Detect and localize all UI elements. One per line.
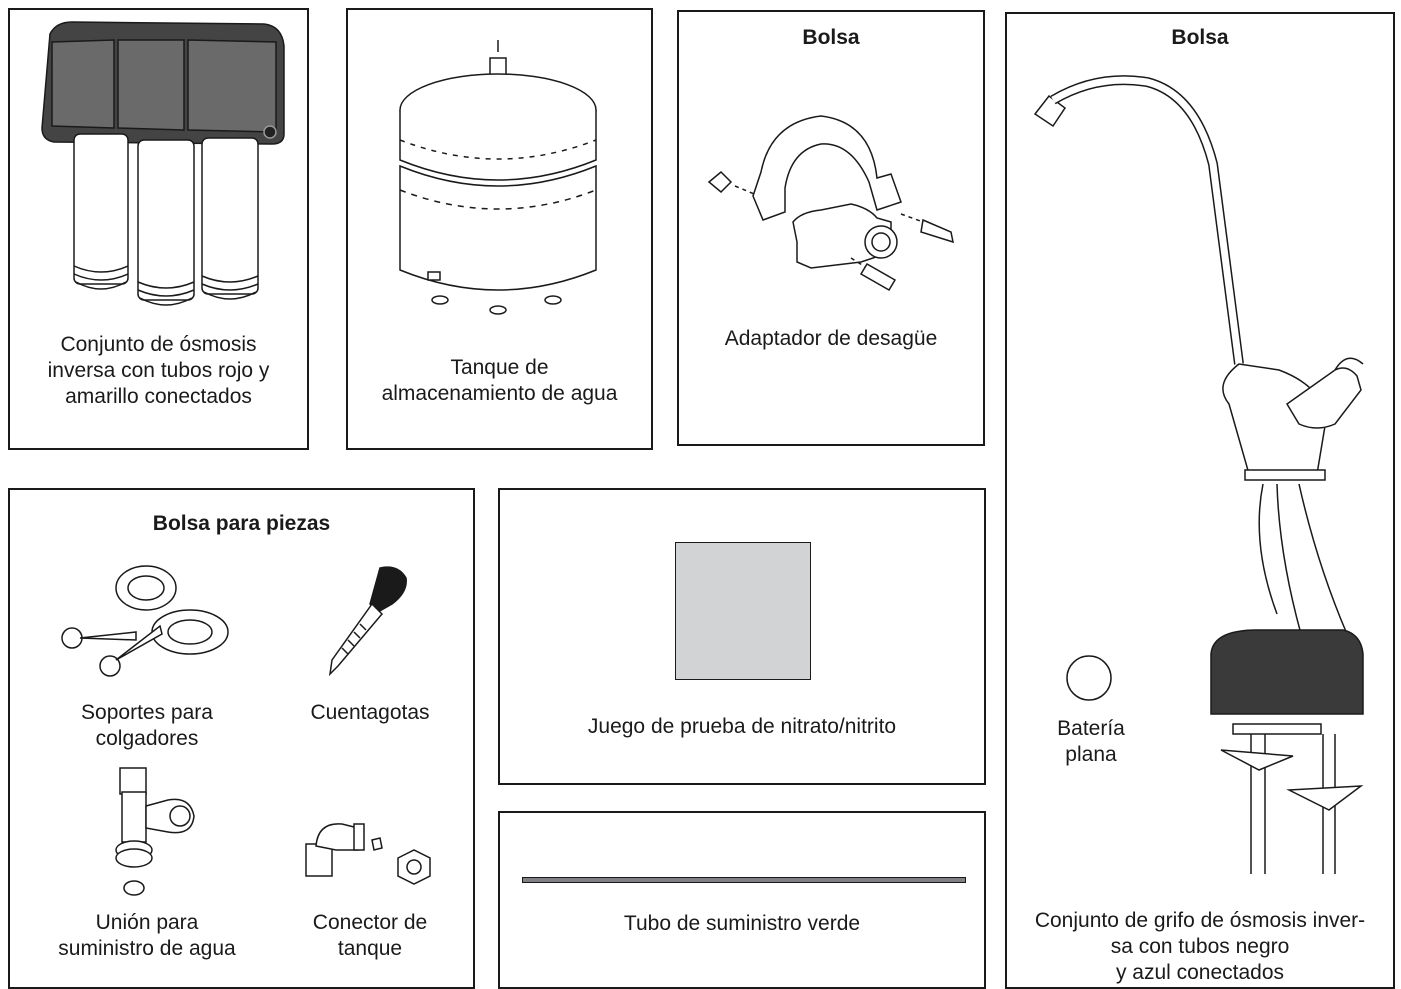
hanger-brackets-label: Soportes para colgadores: [81, 701, 213, 750]
water-supply-union-label: Unión para suministro de agua: [58, 911, 236, 960]
ro-assembly-label: Conjunto de ósmosis inversa con tubos ro…: [47, 333, 270, 408]
panel-storage-tank: Tanque de almacenamiento de agua: [346, 8, 653, 450]
storage-tank-label: Tanque de almacenamiento de agua: [381, 356, 618, 405]
battery-label: Batería plana: [1057, 717, 1125, 766]
storage-tank-illustration: [398, 40, 598, 325]
faucet-title: Bolsa: [1171, 26, 1229, 49]
panel-supply-tube: Tubo de suministro verde: [498, 811, 986, 989]
panel-faucet: Bolsa Batería plana Conjunto de grifo de…: [1005, 12, 1395, 989]
hanger-brackets-illustration: [50, 562, 240, 680]
supply-tube-label: Tubo de suministro verde: [623, 912, 861, 935]
drain-adapter-illustration: [701, 92, 963, 302]
parts-bag-title: Bolsa para piezas: [152, 512, 331, 535]
faucet-illustration: [1017, 74, 1387, 874]
drain-adapter-label: Adaptador de desagüe: [724, 327, 938, 350]
faucet-label: Conjunto de grifo de ósmosis inver- sa c…: [1034, 909, 1366, 984]
dropper-label: Cuentagotas: [310, 701, 430, 724]
test-kit-strip: [675, 542, 811, 680]
water-supply-union-illustration: [106, 762, 206, 900]
panel-ro-assembly: Conjunto de ósmosis inversa con tubos ro…: [8, 8, 309, 450]
ro-filter-assembly-illustration: [32, 16, 292, 331]
drain-adapter-title: Bolsa: [802, 26, 860, 49]
tank-connector-label: Conector de tanque: [312, 911, 428, 960]
panel-parts-bag: Bolsa para piezas Soportes para colgador…: [8, 488, 475, 989]
panel-test-kit: Juego de prueba de nitrato/nitrito: [498, 488, 986, 785]
test-kit-label: Juego de prueba de nitrato/nitrito: [587, 715, 897, 738]
battery-icon: [1065, 654, 1113, 702]
tank-connector-illustration: [302, 816, 438, 902]
dropper-illustration: [322, 564, 412, 680]
panel-drain-adapter: Bolsa Adaptador de desagüe: [677, 10, 985, 446]
green-supply-tube: [522, 877, 966, 883]
